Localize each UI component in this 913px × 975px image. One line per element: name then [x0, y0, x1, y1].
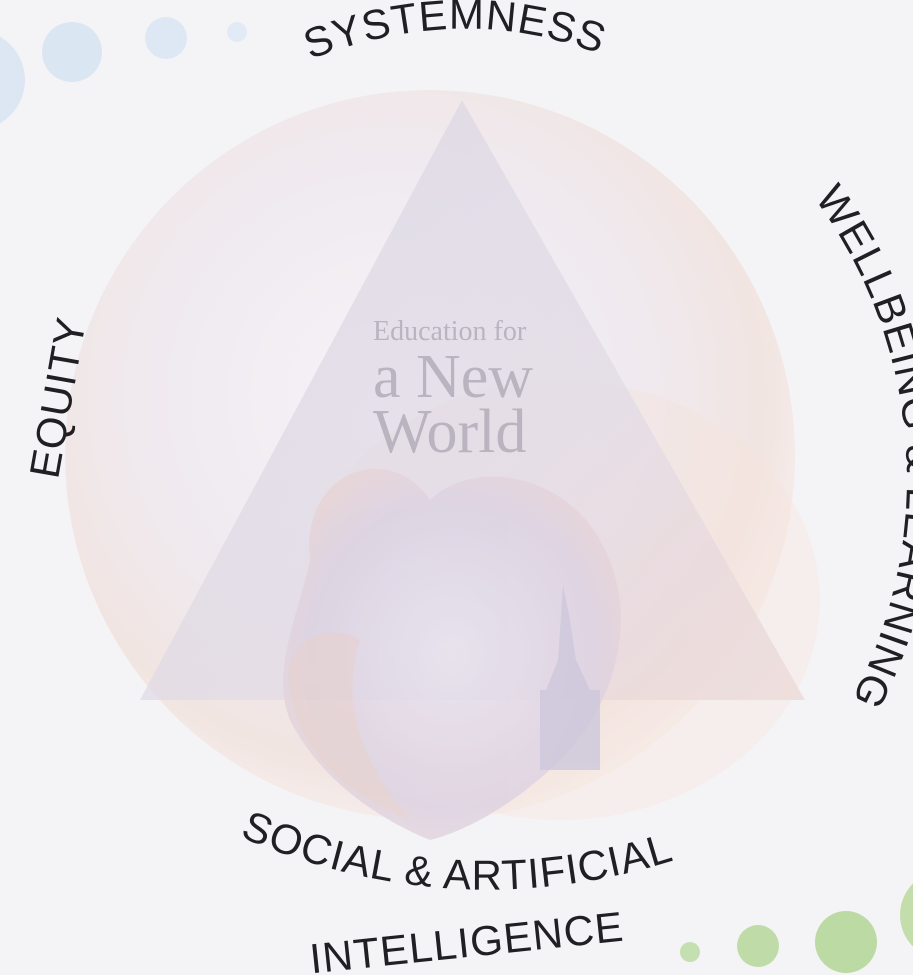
- label-social-ai-line2: INTELLIGENCE: [307, 903, 626, 975]
- center-title-line3: World: [373, 398, 526, 466]
- center-title: Education for a New World: [373, 316, 533, 466]
- green-bubble: [737, 925, 779, 967]
- blue-bubble: [145, 17, 187, 59]
- label-systemness-text: SYSTEMNESS: [297, 0, 611, 68]
- green-bubble-small: [680, 942, 700, 962]
- temple-silhouette: [540, 585, 600, 770]
- center-title-line1: Education for: [373, 316, 527, 347]
- blue-bubble-small: [227, 22, 247, 42]
- background-triangle: [140, 100, 805, 700]
- center-title-line2: a New: [373, 343, 533, 411]
- blue-bubbles: [0, 17, 247, 124]
- label-systemness: SYSTEMNESS: [297, 0, 612, 68]
- label-wellbeing-learning-text: WELLBEING & LEARNING: [807, 176, 913, 717]
- blue-bubble-large: [0, 36, 25, 124]
- blue-bubble: [42, 22, 102, 82]
- green-bubble: [815, 911, 877, 973]
- green-bubbles: [680, 883, 913, 973]
- label-wellbeing-learning: WELLBEING & LEARNING: [807, 176, 913, 717]
- green-bubble-large: [900, 883, 913, 947]
- heart-shape: [283, 468, 621, 840]
